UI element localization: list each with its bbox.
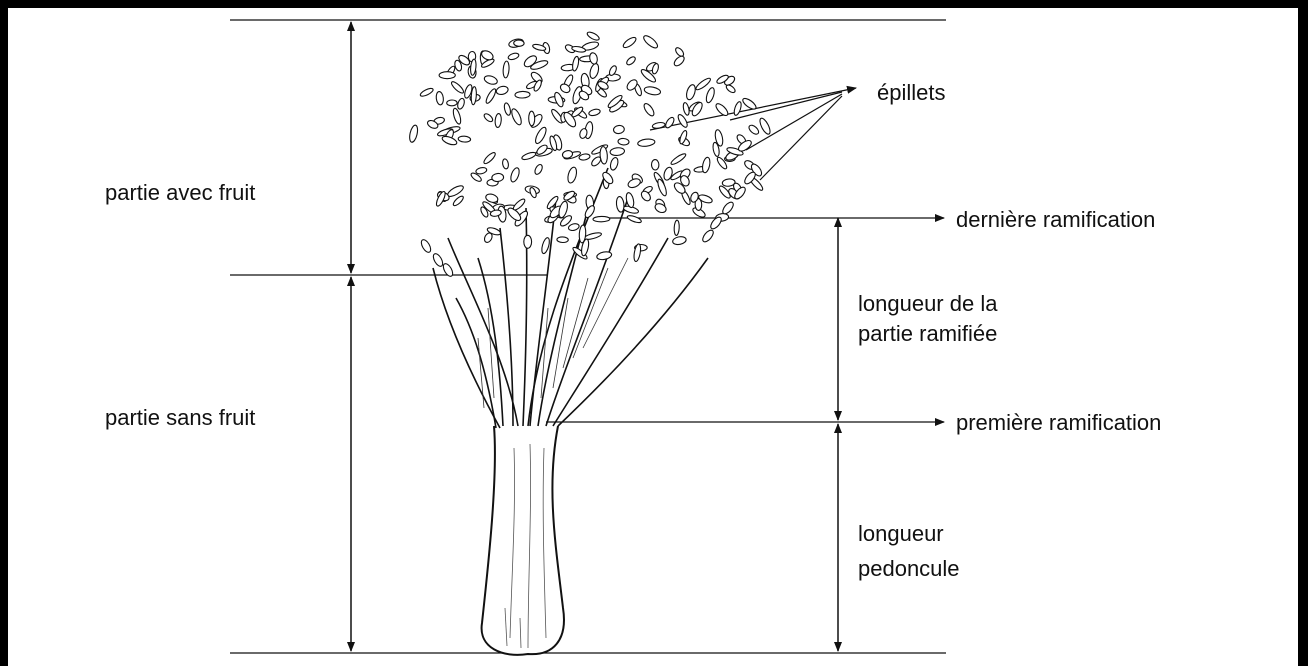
spikelet bbox=[419, 87, 434, 98]
spikelet bbox=[673, 54, 686, 67]
spikelet bbox=[507, 52, 519, 61]
spikelet bbox=[701, 228, 715, 243]
spikelet bbox=[609, 157, 619, 171]
label-peduncle-line1: longueur bbox=[858, 519, 944, 548]
spikelet bbox=[419, 238, 432, 254]
spikelet bbox=[721, 200, 735, 215]
spikelet bbox=[524, 235, 532, 248]
spikelet bbox=[540, 237, 550, 254]
spikelet bbox=[672, 236, 687, 246]
spikelet bbox=[705, 87, 716, 104]
spikelet bbox=[674, 220, 680, 235]
spikelet bbox=[674, 46, 685, 57]
spikelet bbox=[747, 124, 760, 136]
spikelet bbox=[625, 55, 636, 66]
panicle-diagram bbox=[8, 8, 1298, 666]
spikelet bbox=[557, 237, 569, 243]
spikelet bbox=[515, 91, 530, 98]
spikelet bbox=[588, 108, 601, 117]
spikelet bbox=[510, 108, 523, 127]
spikelet bbox=[529, 111, 535, 126]
diagram-frame: partie avec fruit partie sans fruit épil… bbox=[8, 8, 1298, 666]
spikelet bbox=[439, 72, 455, 79]
spikelet bbox=[701, 157, 711, 174]
spikelet-cluster bbox=[408, 31, 772, 278]
spikelet bbox=[456, 98, 465, 110]
spikelet bbox=[503, 61, 510, 78]
spikelet bbox=[484, 88, 497, 105]
spikelet bbox=[491, 173, 504, 182]
spikelet bbox=[618, 138, 629, 145]
spikelet bbox=[512, 197, 527, 211]
panicle-branches bbox=[433, 168, 708, 428]
spikelet bbox=[758, 117, 772, 136]
spikelet bbox=[593, 216, 610, 222]
spikelet bbox=[475, 167, 487, 175]
spikelet bbox=[566, 166, 578, 184]
spikelet bbox=[633, 243, 642, 262]
label-branched-length-line2: partie ramifiée bbox=[858, 319, 997, 348]
spikelet bbox=[502, 158, 509, 169]
spikelet bbox=[589, 52, 599, 65]
spikelet bbox=[685, 84, 697, 101]
spikelet bbox=[616, 196, 625, 212]
peduncle-stem bbox=[482, 426, 564, 655]
spikelet bbox=[568, 223, 580, 232]
spikelet bbox=[590, 155, 602, 167]
spikelet bbox=[664, 116, 676, 129]
spikelet bbox=[588, 63, 600, 80]
spikelet bbox=[521, 151, 537, 161]
spikelet bbox=[610, 147, 625, 156]
spikelet bbox=[613, 125, 625, 134]
spikelet bbox=[644, 86, 662, 96]
spikelet bbox=[436, 91, 445, 105]
spikelet bbox=[514, 40, 525, 47]
spikelet bbox=[452, 108, 462, 125]
spikelet bbox=[642, 34, 660, 50]
label-first-branching: première ramification bbox=[956, 408, 1161, 437]
spikelet bbox=[431, 252, 444, 268]
spikelet bbox=[533, 163, 543, 175]
label-spikelets: épillets bbox=[877, 78, 945, 107]
spikelet bbox=[458, 136, 471, 143]
spikelet bbox=[482, 151, 496, 165]
spikelet bbox=[652, 122, 666, 130]
spikelet bbox=[483, 74, 498, 86]
spikelet bbox=[447, 100, 457, 106]
spikelet bbox=[452, 195, 465, 207]
spikelet bbox=[483, 112, 494, 123]
spikelet bbox=[503, 102, 511, 116]
spikelet bbox=[572, 56, 580, 72]
spikelet bbox=[583, 204, 596, 219]
label-last-branching: dernière ramification bbox=[956, 205, 1155, 234]
spikelet bbox=[642, 102, 656, 117]
spikelet bbox=[733, 101, 743, 116]
spikelet bbox=[670, 152, 687, 166]
spikelet bbox=[637, 138, 655, 147]
spikelet bbox=[622, 36, 638, 50]
spikelet bbox=[450, 80, 465, 95]
spikelet bbox=[600, 146, 608, 164]
spikelet bbox=[408, 124, 419, 143]
label-fruitless-part: partie sans fruit bbox=[105, 403, 255, 432]
spikelet bbox=[586, 31, 600, 42]
spikelet bbox=[509, 167, 521, 183]
spikelet bbox=[533, 126, 548, 145]
spikelet bbox=[651, 159, 659, 170]
spikelet bbox=[495, 85, 509, 96]
spikelet bbox=[741, 97, 758, 112]
label-peduncle-line2: pedoncule bbox=[858, 554, 960, 583]
spikelet bbox=[495, 113, 502, 127]
label-fruit-part: partie avec fruit bbox=[105, 178, 255, 207]
label-branched-length-line1: longueur de la bbox=[858, 289, 997, 318]
spikelet bbox=[596, 251, 612, 261]
spikelet bbox=[626, 214, 642, 224]
spikelet bbox=[656, 178, 668, 197]
